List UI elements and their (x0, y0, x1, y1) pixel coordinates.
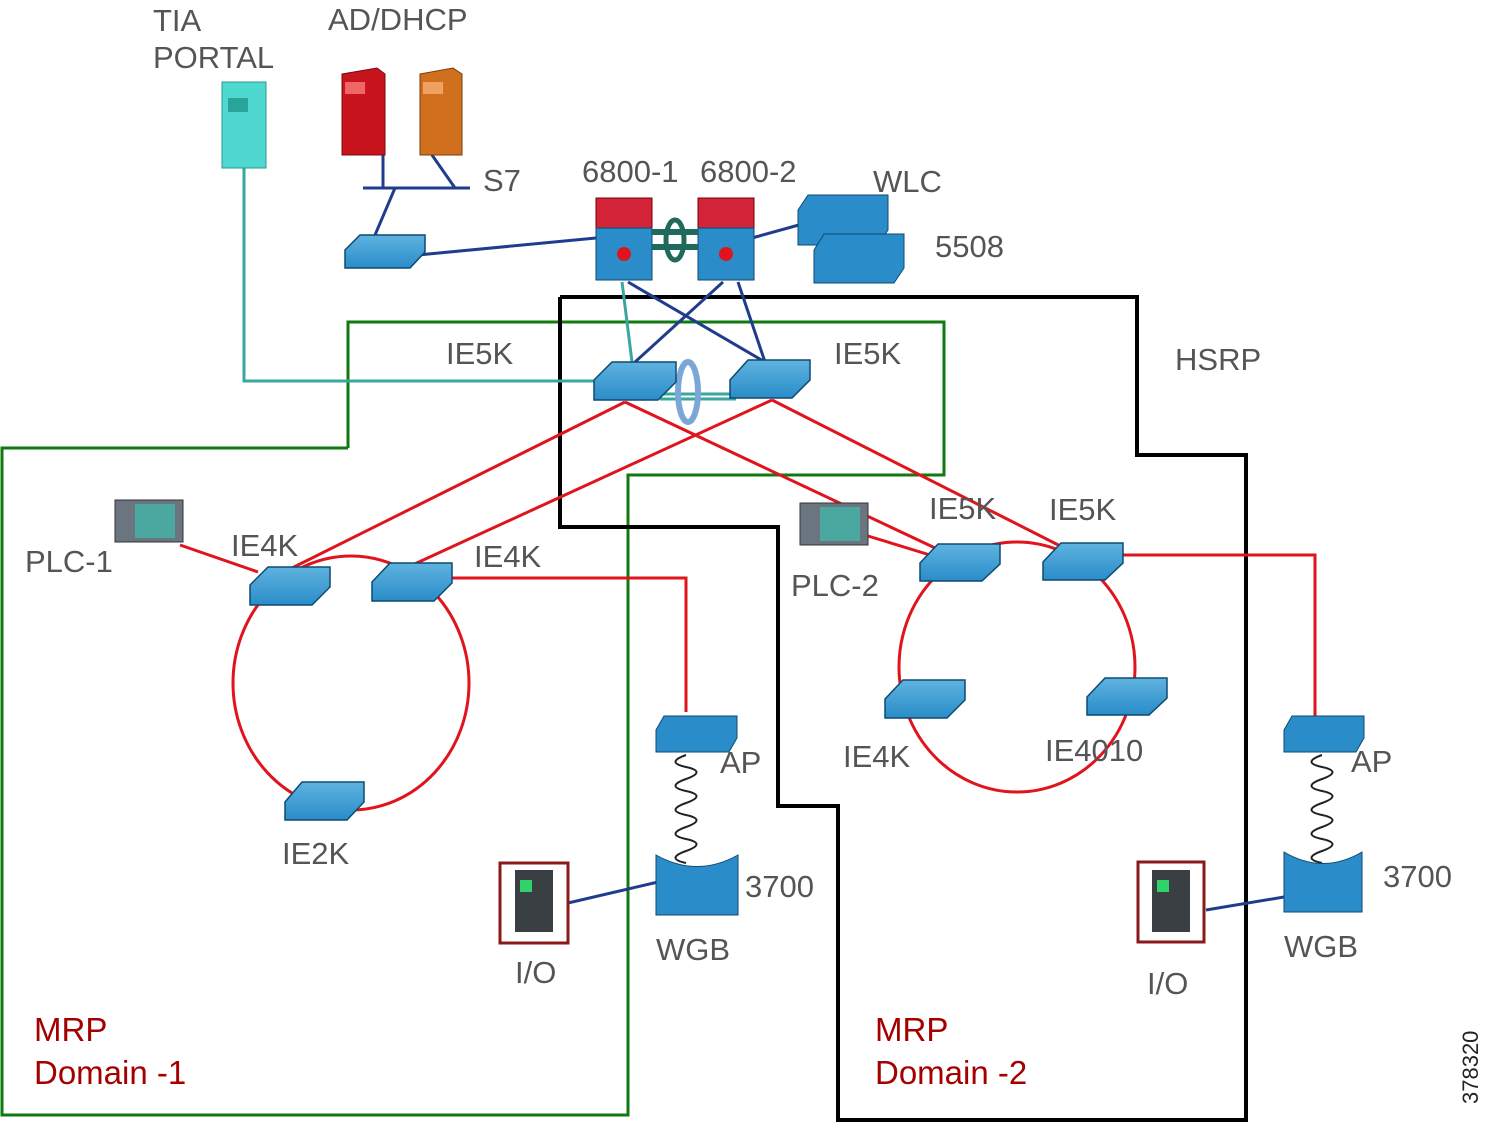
ap-1-icon (655, 715, 738, 753)
io-2-label: I/O (1147, 966, 1189, 1001)
ie4k-d1-left-label: IE4K (231, 528, 299, 563)
mrp-domain-1-boundary (0, 320, 946, 1117)
access-switch-icon (344, 234, 426, 269)
plc-2-icon (799, 502, 869, 546)
ie5k-right-label: IE5K (834, 336, 902, 371)
ie4k-switch-d1-right-icon (371, 562, 453, 602)
wireless-link-2-icon (1310, 754, 1334, 864)
ie5k-switch-left-icon (593, 361, 677, 401)
tia-label: TIA (153, 3, 202, 38)
core-switch-6800-2-icon (697, 197, 755, 281)
ad-server-icon (341, 67, 386, 156)
ie5k-d2-right-label: IE5K (1049, 492, 1117, 527)
ie4k-switch-d1-left-icon (249, 566, 331, 606)
core-switch-6800-1-icon (595, 197, 653, 281)
mrp-domain-1-title: MRP (34, 1011, 108, 1048)
ie4k-d2-label: IE4K (843, 739, 911, 774)
wgb-2-model-label: 3700 (1383, 859, 1452, 894)
wlc-5508-icon (797, 194, 905, 284)
ie5k-left-label: IE5K (446, 336, 514, 371)
mrp-domain-2-subtitle: Domain -2 (875, 1054, 1028, 1091)
ap-1-label: AP (720, 745, 762, 780)
ie4k-switch-d2-icon (884, 679, 966, 719)
tia-portal-server-icon (221, 81, 267, 169)
plc-2-label: PLC-2 (791, 568, 879, 603)
core-1-label: 6800-1 (582, 154, 679, 189)
wgb-2-icon (1283, 851, 1363, 913)
blue-links (363, 154, 1285, 912)
wlc-model-label: 5508 (935, 229, 1004, 264)
ie2k-switch-icon (284, 781, 365, 821)
ie4010-switch-icon (1086, 677, 1168, 716)
wgb-2-label: WGB (1284, 929, 1359, 964)
ap-2-label: AP (1351, 744, 1393, 779)
mrp-ring-2 (897, 540, 1137, 794)
wireless-link-1-icon (674, 754, 698, 864)
ie5k-d2-left-label: IE5K (929, 491, 997, 526)
ie5k-switch-d2-right-icon (1042, 542, 1124, 581)
wgb-1-icon (655, 854, 739, 916)
portal-label: PORTAL (153, 40, 275, 75)
wgb-1-label: WGB (656, 932, 731, 967)
figure-id-label: 378320 (1458, 1030, 1483, 1104)
ie4k-d1-right-label: IE4K (474, 539, 542, 574)
io-1-icon (498, 861, 570, 945)
ie2k-label: IE2K (282, 836, 350, 871)
mrp-domain-1-subtitle: Domain -1 (34, 1054, 187, 1091)
core-2-label: 6800-2 (700, 154, 797, 189)
hsrp-label: HSRP (1175, 342, 1262, 377)
io-1-label: I/O (515, 955, 557, 990)
wlc-label: WLC (873, 164, 942, 199)
ie4010-label: IE4010 (1045, 733, 1144, 768)
hsrp-boundary (558, 295, 1248, 1122)
plc-1-icon (114, 499, 184, 543)
ad-dhcp-label: AD/DHCP (328, 2, 468, 37)
ap-2-icon (1283, 715, 1365, 753)
plc-1-label: PLC-1 (25, 544, 113, 579)
mrp-domain-2-title: MRP (875, 1011, 949, 1048)
ie5k-switch-d2-left-icon (919, 543, 1001, 582)
io-2-icon (1136, 860, 1206, 944)
ie5k-switch-right-icon (729, 359, 811, 399)
etherchannel-icon (675, 359, 701, 425)
s7-label: S7 (483, 163, 521, 198)
wgb-1-model-label: 3700 (745, 869, 814, 904)
dhcp-server-icon (419, 67, 463, 156)
vss-link-icon (652, 217, 698, 263)
